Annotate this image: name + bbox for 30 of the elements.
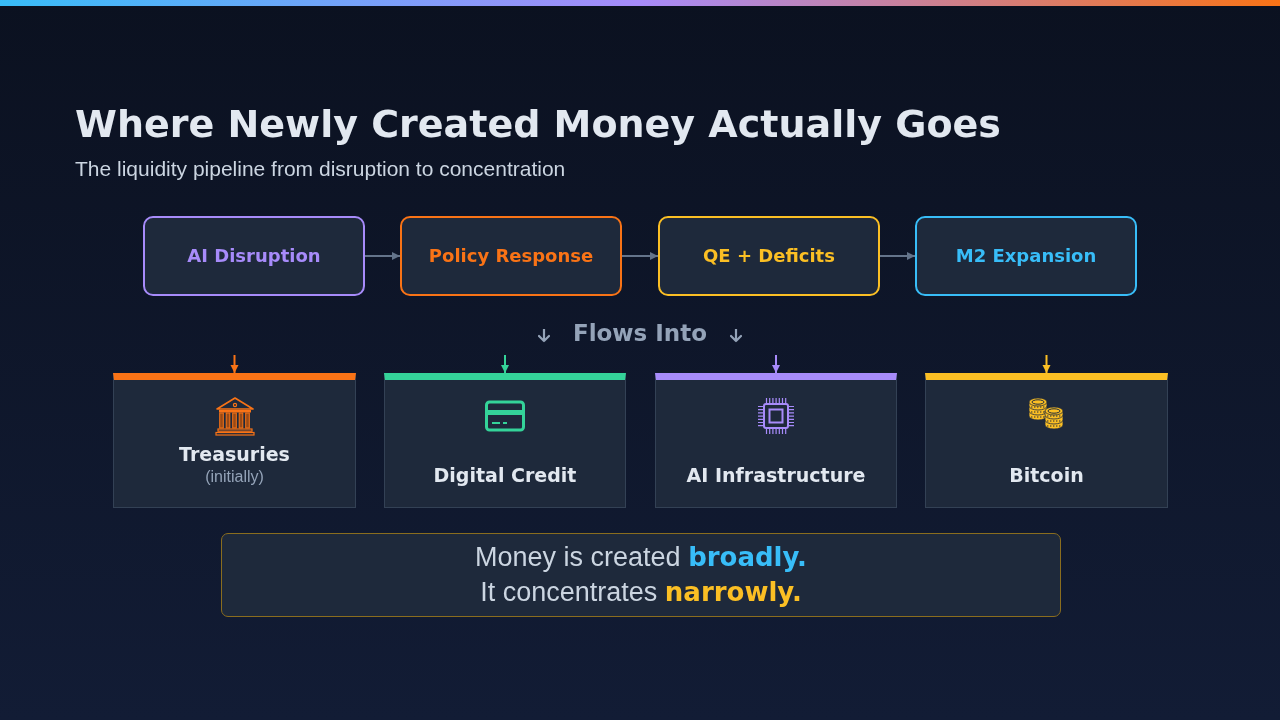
step-label: QE + Deficits	[703, 244, 835, 268]
step-label: M2 Expansion	[955, 244, 1097, 268]
title: Where Newly Created Money Actually Goes	[75, 101, 1001, 147]
callout-box	[221, 533, 1061, 617]
card-title: Digital Credit	[433, 463, 577, 488]
process-box	[143, 216, 365, 296]
category-card	[113, 373, 356, 508]
process-box	[915, 216, 1137, 296]
section-heading: Flows Into	[572, 319, 708, 348]
arrow	[230, 354, 239, 374]
card-title: AI Infrastructure	[686, 463, 866, 488]
arrow	[879, 252, 916, 260]
arrow	[501, 354, 509, 374]
category-card	[384, 373, 626, 508]
statement-text: It concentrates narrowly.	[480, 576, 802, 609]
arrow	[364, 252, 401, 260]
arrow	[1042, 354, 1051, 374]
process-box	[400, 216, 622, 296]
statement-text: Money is created broadly.	[475, 541, 807, 574]
process-box	[658, 216, 880, 296]
step-label: Policy Response	[428, 244, 594, 268]
arrow	[621, 252, 659, 260]
arrow	[772, 354, 780, 374]
card-title: Bitcoin	[1009, 463, 1084, 488]
category-card	[925, 373, 1168, 508]
card-note: (initially)	[205, 467, 264, 487]
step-label: AI Disruption	[187, 244, 321, 268]
category-card	[655, 373, 897, 508]
card-title: Treasuries	[179, 442, 290, 467]
subtitle: The liquidity pipeline from disruption to concentration	[75, 156, 566, 182]
